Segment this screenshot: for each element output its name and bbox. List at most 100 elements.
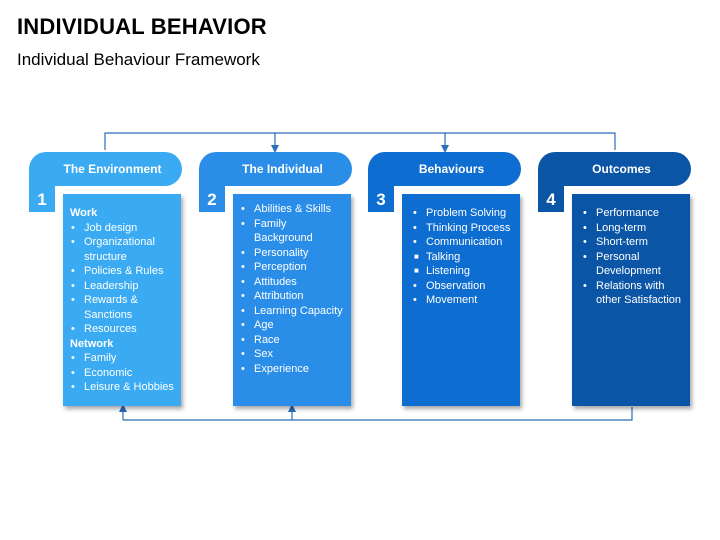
list-item: • Abilities & Skills (240, 202, 345, 217)
dot-bullet-icon: • (71, 265, 75, 277)
dot-bullet-icon: • (71, 381, 75, 393)
list-item: •Learning Capacity (240, 304, 345, 319)
list-item: • Attitudes (240, 275, 345, 290)
bottom-connector-line (123, 407, 633, 421)
dot-bullet-icon: • (71, 352, 75, 364)
tab-environment: The Environment (29, 152, 182, 186)
list-item-text: Abilities & Skills (254, 203, 332, 215)
dot-bullet-icon: • (241, 217, 245, 230)
list-item: • Thinking Process (412, 221, 514, 236)
list-item-text: Thinking Process (426, 221, 511, 234)
list-item-text: Policies & Rules (84, 265, 164, 277)
step-number-1: 1 (37, 190, 47, 209)
list-item: • Personal Development (582, 250, 684, 279)
list-outcomes: •Performance•Long-term•Short-term•Person… (582, 206, 684, 308)
list-item: •Performance (582, 206, 684, 221)
list-item: •Short-term (582, 235, 684, 250)
list-item: •Personality (240, 246, 345, 261)
number-strip-3 (368, 182, 394, 212)
list-item-text: Economic (84, 366, 133, 379)
dot-bullet-icon: • (583, 279, 587, 292)
dot-bullet-icon: • (583, 250, 587, 263)
list-item-text: Communication (426, 236, 503, 248)
list-item-text: Personal Development (596, 250, 661, 278)
list-item-text: Age (254, 319, 274, 331)
bottom-connector (119, 404, 633, 421)
top-connector (104, 132, 616, 153)
list-item-text: Attitudes (254, 275, 297, 288)
dot-bullet-icon: • (241, 275, 245, 288)
list-item: • Organizational structure (70, 235, 175, 264)
list-item: • Age (240, 318, 345, 333)
square-bullet-icon: ■ (414, 251, 419, 261)
tab-individual: The Individual (199, 152, 352, 186)
dot-bullet-icon: • (241, 333, 245, 346)
list-item: •Observation (412, 279, 514, 294)
list-item-text: Learning Capacity (254, 304, 343, 317)
list-item-text: Perception (254, 261, 307, 273)
panel-outcomes: •Performance•Long-term•Short-term•Person… (572, 194, 690, 406)
dot-bullet-icon: • (241, 319, 245, 331)
list-item-text: Personality (254, 246, 309, 259)
list-item: • Sex (240, 347, 345, 362)
number-strip-2 (199, 182, 225, 212)
list-item-text: Leadership (84, 279, 139, 292)
step-number-3: 3 (376, 190, 386, 209)
list-environment: Work • Job design • Organizational structure… (70, 206, 175, 395)
step-number-4: 4 (546, 190, 556, 209)
list-group-heading: Work (70, 207, 98, 219)
dot-bullet-icon: • (413, 236, 417, 248)
list-group-heading: Network (70, 337, 114, 350)
column-individual: The Individual 2 •Abilities & Skills•Fam… (199, 152, 359, 406)
dot-bullet-icon: • (71, 221, 75, 234)
list-item: • Family Background (240, 217, 345, 246)
dot-bullet-icon: • (71, 323, 75, 335)
tab-individual-label: The Individual (242, 162, 323, 176)
list-item-text: Problem Solving (426, 207, 507, 219)
tab-behaviours-label: Behaviours (418, 162, 485, 176)
list-item-text: Talking (426, 250, 461, 263)
list-item: • Job design (70, 221, 175, 236)
list-item-text: Attribution (254, 290, 304, 302)
tab-environment-label: The Environment (63, 162, 162, 176)
list-item: • Perception (240, 260, 345, 275)
list-item: •Economic (70, 366, 175, 381)
list-item: •Relations with other Satisfaction (582, 279, 684, 308)
list-item-text: Resources (84, 323, 137, 335)
list-item-text: Job design (84, 221, 138, 234)
dot-bullet-icon: • (241, 261, 245, 273)
list-item-text: Rewards & Sanctions (84, 294, 138, 321)
list-item-text: Short-term (596, 236, 648, 248)
panel-individual: •Abilities & Skills•Family Background•Pe… (233, 194, 351, 406)
list-item: • Long-term (582, 221, 684, 236)
list-item: • Communication (412, 235, 514, 250)
list-item: ■Listening (412, 264, 514, 279)
list-item-text: Family Background (254, 217, 313, 245)
dot-bullet-icon: • (583, 221, 587, 234)
dot-bullet-icon: • (71, 236, 75, 248)
dot-bullet-icon: • (241, 290, 245, 302)
list-individual: •Abilities & Skills•Family Background•Pe… (240, 202, 345, 376)
panel-behaviours: •Problem Solving•Thinking Process•Commun… (402, 194, 520, 406)
dot-bullet-icon: • (413, 221, 417, 234)
list-item-text: Performance (596, 207, 659, 219)
dot-bullet-icon: • (71, 279, 75, 292)
list-item-text: Long-term (596, 221, 647, 234)
list-item-text: Sex (254, 348, 273, 360)
list-item: •Family (70, 351, 175, 366)
list-item: • Race (240, 333, 345, 348)
list-item-text: Leisure & Hobbies (84, 381, 174, 393)
list-item-text: Race (254, 333, 280, 346)
page-subtitle: Individual Behaviour Framework (17, 50, 260, 69)
list-item: • Attribution (240, 289, 345, 304)
list-item-text: Movement (426, 294, 478, 306)
list-behaviours: •Problem Solving•Thinking Process•Commun… (412, 206, 514, 308)
list-item-text: Experience (254, 362, 310, 375)
list-item: • Policies & Rules (70, 264, 175, 279)
dot-bullet-icon: • (241, 203, 245, 215)
dot-bullet-icon: • (241, 348, 245, 360)
list-item: •Problem Solving (412, 206, 514, 221)
list-item: •Experience (240, 362, 345, 377)
list-item-text: Organizational structure (84, 236, 155, 263)
list-item: ■ Talking (412, 250, 514, 265)
